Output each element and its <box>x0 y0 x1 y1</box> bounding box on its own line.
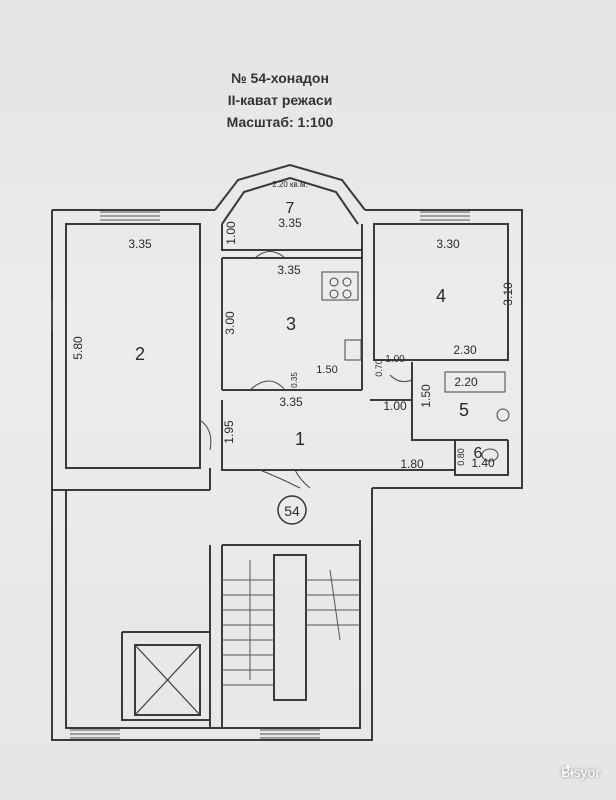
dim-6-140: 1.40 <box>471 456 495 470</box>
washbasin-icon <box>496 408 510 422</box>
bisyor-logo-icon <box>562 765 574 775</box>
dim-6-080: 0.80 <box>456 448 466 466</box>
dim-3-150: 1.50 <box>316 364 337 376</box>
room-5-number: 5 <box>459 400 469 420</box>
room-4-number: 4 <box>436 286 446 306</box>
dim-2-width: 3.35 <box>128 237 152 251</box>
room-6-walls <box>454 440 509 476</box>
dim-4-height: 3.10 <box>501 282 515 306</box>
dim-1-180: 1.80 <box>400 457 424 471</box>
plan-scale: Масштаб: 1:100 <box>226 114 334 130</box>
dim-2-height: 5.80 <box>71 336 85 360</box>
dim-5-width: 2.20 <box>454 375 478 389</box>
dim-4-100: 1.00 <box>385 354 405 365</box>
stairwell-walls <box>51 488 373 741</box>
dim-3-070: 0.70 <box>374 359 384 377</box>
watermark: Bisyor <box>561 764 600 780</box>
dim-4-width: 3.30 <box>436 237 460 251</box>
window-room-4 <box>420 211 470 221</box>
dim-1-100: 1.00 <box>383 399 407 413</box>
dim-1-width: 3.35 <box>279 395 303 409</box>
sink-icon <box>344 339 362 361</box>
toilet-icon <box>481 448 499 462</box>
room-7-number: 7 <box>286 200 295 217</box>
watermark-text: Bisyor <box>561 764 600 780</box>
dim-7-depth: 1.00 <box>224 221 238 245</box>
dim-5-height: 1.50 <box>419 384 433 408</box>
dim-1-height: 1.95 <box>222 420 236 444</box>
room-3-number: 3 <box>286 314 296 334</box>
dim-4-230: 2.30 <box>453 343 477 357</box>
room-4-walls <box>373 223 509 361</box>
dim-bay-area: 2.20 кв.м. <box>272 180 308 189</box>
bay-window-inner <box>221 176 359 225</box>
stove-icon <box>321 271 359 301</box>
dim-3-height: 3.00 <box>223 311 237 335</box>
apartment-marker-number: 54 <box>284 503 300 519</box>
window-room-2 <box>100 211 160 221</box>
elevator-shaft <box>134 644 201 716</box>
bay-window-outer <box>214 163 366 211</box>
room-5-walls <box>411 362 508 441</box>
plan-subtitle: II-кават режаси <box>227 92 333 108</box>
dim-7-width: 3.35 <box>278 216 302 230</box>
stair-core <box>273 554 307 701</box>
outer-wall-right <box>365 209 523 489</box>
room-2-walls <box>65 223 201 469</box>
bathtub-icon <box>444 371 506 393</box>
room-6-number: 6 <box>474 445 483 462</box>
apartment-marker-circle <box>277 495 307 525</box>
plan-title: № 54-хонадон <box>231 70 329 86</box>
dim-3-width: 3.35 <box>277 263 301 277</box>
dim-3-035: 0.35 <box>290 372 299 388</box>
room-1-number: 1 <box>295 429 305 449</box>
room-2-number: 2 <box>135 344 145 364</box>
